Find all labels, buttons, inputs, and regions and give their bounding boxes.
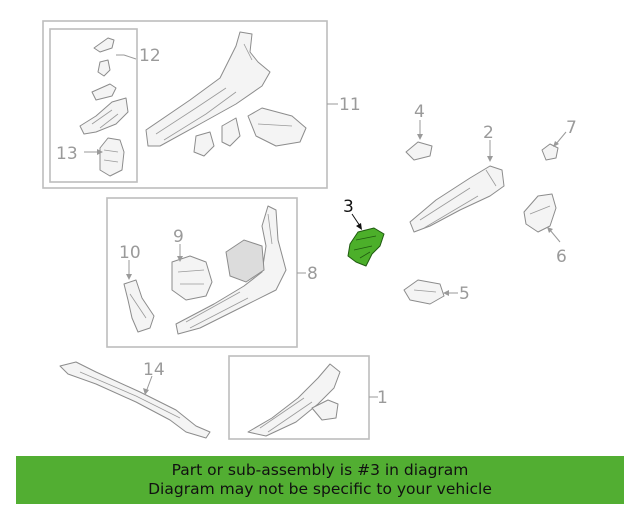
part-10[interactable] [123, 279, 155, 333]
part-14[interactable] [59, 361, 211, 439]
callout-9: 9 [173, 227, 184, 247]
callout-12: 12 [139, 46, 161, 66]
part-4[interactable] [405, 141, 433, 161]
part-6[interactable] [523, 193, 557, 233]
callout-11: 11 [339, 95, 361, 115]
part-13[interactable] [99, 137, 125, 177]
part-12[interactable] [79, 37, 129, 135]
callout-13: 13 [56, 144, 78, 164]
part-3-highlighted[interactable] [347, 227, 385, 267]
group-box-12 [49, 28, 138, 183]
callout-8: 8 [307, 264, 318, 284]
callout-2: 2 [483, 123, 494, 143]
parts-diagram: 12 13 11 8 9 10 [42, 20, 577, 440]
callout-10: 10 [119, 243, 141, 263]
callout-5: 5 [459, 284, 470, 304]
part-8[interactable] [175, 205, 287, 335]
banner-line-1: Part or sub-assembly is #3 in diagram [171, 461, 469, 479]
part-5[interactable] [403, 279, 445, 305]
part-1[interactable] [247, 363, 341, 437]
part-9[interactable] [171, 255, 213, 301]
part-7[interactable] [541, 143, 559, 161]
callout-4: 4 [414, 102, 425, 122]
callout-7: 7 [566, 118, 577, 138]
callout-6: 6 [556, 247, 567, 267]
part-2[interactable] [409, 165, 505, 233]
callout-1: 1 [377, 388, 388, 408]
callout-14: 14 [143, 360, 165, 380]
part-11[interactable] [145, 31, 307, 157]
callout-3: 3 [343, 197, 354, 217]
banner-line-2: Diagram may not be specific to your vehi… [148, 480, 492, 498]
info-banner: Part or sub-assembly is #3 in diagram Di… [16, 456, 624, 504]
